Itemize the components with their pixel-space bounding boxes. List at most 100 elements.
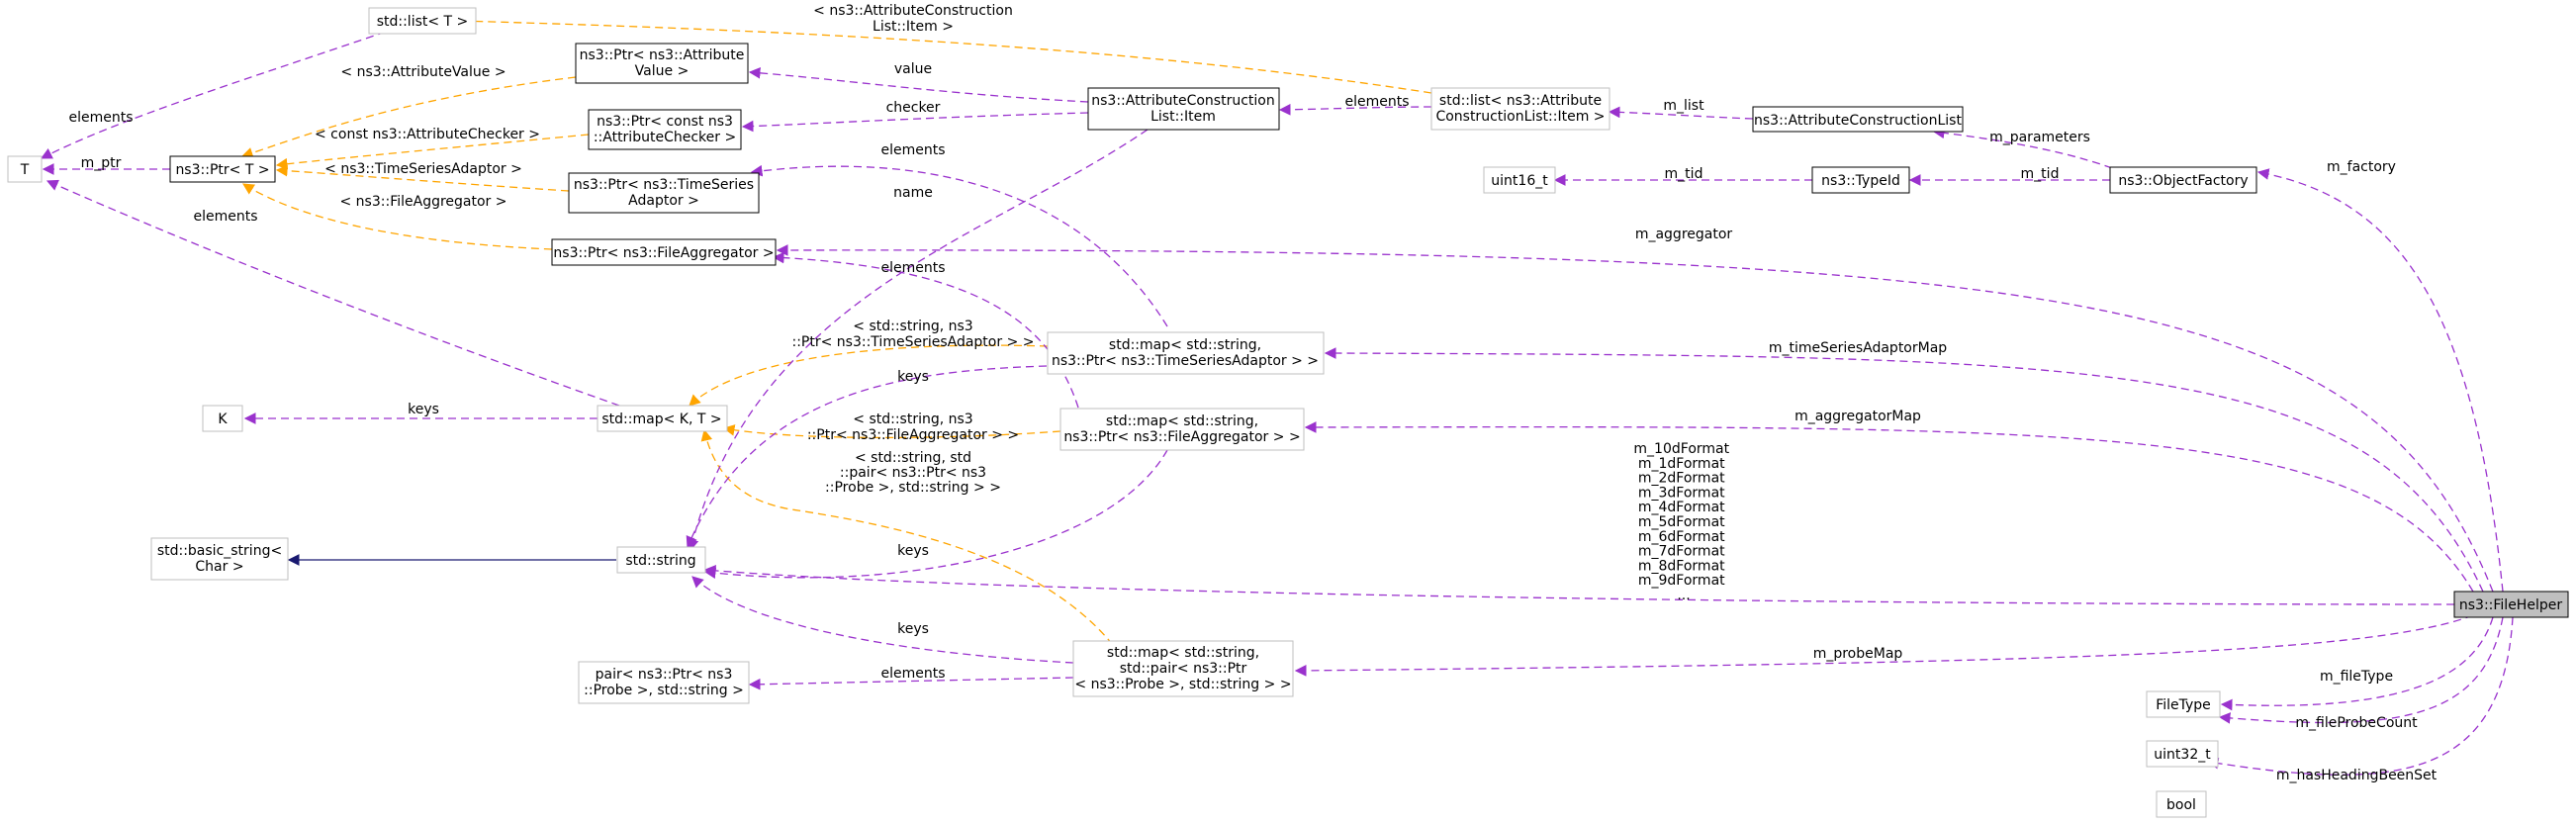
edge-item-elements	[1278, 103, 1432, 116]
edge-m-hasHeadingBeenSet	[2206, 616, 2514, 776]
label-m-tid-1: m_tid	[1665, 166, 1703, 182]
node-std-string[interactable]: std::string	[616, 546, 706, 574]
node-typeid[interactable]: ns3::TypeId	[1811, 166, 1910, 194]
edge-m-fileType	[2220, 616, 2494, 711]
label-keys-tsa: keys	[897, 369, 929, 385]
node-filetype[interactable]: FileType	[2146, 690, 2221, 718]
node-T[interactable]: T	[7, 155, 43, 183]
node-std-map-KT[interactable]: std::map< K, T >	[597, 405, 728, 432]
label-m-aggregatorMap: m_aggregatorMap	[1794, 409, 1921, 424]
edge-tmpl-attr-value	[240, 76, 577, 159]
label-value: value	[894, 61, 932, 77]
svg-text:pair< ns3::Ptr< ns3::Probe >,: pair< ns3::Ptr< ns3::Probe >, std::strin…	[584, 667, 744, 698]
edge-tmpl-map-tsa	[689, 344, 1049, 407]
edge-fa-elements	[772, 251, 1079, 409]
label-keys-k: keys	[408, 402, 439, 417]
label-m-hasHeadingBeenSet: m_hasHeadingBeenSet	[2276, 768, 2438, 783]
node-uint32[interactable]: uint32_t	[2146, 740, 2219, 768]
node-bool[interactable]: bool	[2156, 790, 2207, 818]
label-name: name	[893, 185, 933, 201]
svg-text:ns3::FileHelper: ns3::FileHelper	[2459, 597, 2562, 613]
edge-map-elements	[46, 179, 620, 407]
edge-tsa-elements	[750, 164, 1168, 327]
svg-text:T: T	[20, 162, 30, 178]
svg-text:K: K	[218, 412, 228, 427]
label-m-parameters: m_parameters	[1989, 130, 2090, 145]
svg-text:ns3::Ptr< ns3::AttributeValue: ns3::Ptr< ns3::AttributeValue >	[580, 47, 745, 79]
label-tmpl-map-fa: < std::string, ns3::Ptr< ns3::FileAggreg…	[807, 412, 1019, 443]
label-tmpl-attr-value: < ns3::AttributeValue >	[340, 64, 506, 80]
edge-keys-fa	[703, 449, 1168, 580]
label-m-tid-2: m_tid	[2021, 166, 2060, 182]
svg-text:ns3::AttributeConstructionList: ns3::AttributeConstructionList::Item	[1091, 93, 1274, 125]
svg-text:uint16_t: uint16_t	[1491, 173, 1548, 189]
svg-text:std::list< ns3::AttributeConst: std::list< ns3::AttributeConstructionLis…	[1435, 93, 1605, 125]
label-m-factory: m_factory	[2327, 159, 2396, 175]
label-fa-elements: elements	[880, 260, 945, 276]
svg-text:std::basic_string<Char >: std::basic_string<Char >	[157, 543, 282, 575]
svg-text:std::map< K, T >: std::map< K, T >	[601, 412, 721, 427]
label-tmpl-map-probe: < std::string, std::pair< ns3::Ptr< ns3:…	[825, 450, 1001, 496]
node-pair-probe[interactable]: pair< ns3::Ptr< ns3::Probe >, std::strin…	[578, 661, 750, 704]
edge-tmpl-attr-checker	[275, 134, 590, 170]
edge-checker	[741, 112, 1089, 133]
node-file-helper[interactable]: ns3::FileHelper	[2453, 591, 2569, 618]
svg-text:std::string: std::string	[625, 553, 695, 569]
node-attribute-construction-list[interactable]: ns3::AttributeConstructionList	[1752, 106, 1964, 133]
svg-text:ns3::ObjectFactory: ns3::ObjectFactory	[2118, 173, 2248, 189]
svg-text:ns3::AttributeConstructionList: ns3::AttributeConstructionList	[1754, 113, 1962, 129]
node-ptr-file-aggregator[interactable]: ns3::Ptr< ns3::FileAggregator >	[551, 238, 777, 266]
label-tmpl-tsa: < ns3::TimeSeriesAdaptor >	[324, 161, 522, 177]
label-tsa-elements: elements	[880, 142, 945, 158]
label-item-elements: elements	[1344, 94, 1409, 110]
node-map-probe[interactable]: std::map< std::string,std::pair< ns3::Pt…	[1072, 640, 1294, 697]
edge-m-parameters	[1932, 127, 2113, 169]
node-K[interactable]: K	[202, 405, 243, 432]
svg-text:ns3::Ptr< const ns3::Attribute: ns3::Ptr< const ns3::AttributeChecker >	[594, 114, 736, 145]
edge-m-fileProbeCount	[2218, 616, 2504, 724]
edge-tmpl-tsa	[275, 164, 570, 192]
label-tmpl-fileagg: < ns3::FileAggregator >	[340, 194, 507, 210]
label-tmpl-attr-checker: < const ns3::AttributeChecker >	[315, 127, 540, 142]
node-map-file-aggregator[interactable]: std::map< std::string,ns3::Ptr< ns3::Fil…	[1059, 408, 1305, 451]
edge-tmpl-fileagg	[242, 183, 553, 250]
edge-keys-probe	[691, 576, 1074, 664]
svg-text:std::map< std::string,std::pai: std::map< std::string,std::pair< ns3::Pt…	[1074, 645, 1291, 692]
label-m-aggregator: m_aggregator	[1635, 227, 1733, 242]
edge-value	[748, 66, 1089, 103]
svg-text:std::map< std::string,ns3::Ptr: std::map< std::string,ns3::Ptr< ns3::Fil…	[1063, 413, 1300, 445]
edge-tmpl-list-item	[424, 14, 1432, 94]
edge-keys-tsa	[686, 365, 1048, 549]
label-map-elements: elements	[193, 209, 257, 225]
svg-text:std::map< std::string,ns3::Ptr: std::map< std::string,ns3::Ptr< ns3::Tim…	[1052, 337, 1319, 369]
edge-m-list	[1608, 106, 1754, 120]
svg-text:std::list< T >: std::list< T >	[377, 14, 469, 30]
label-m-ptr: m_ptr	[81, 155, 122, 171]
svg-text:ns3::Ptr< T >: ns3::Ptr< T >	[175, 162, 269, 178]
node-ptr-attribute-checker[interactable]: ns3::Ptr< const ns3::AttributeChecker >	[588, 109, 742, 150]
label-m-probeMap: m_probeMap	[1813, 646, 1903, 662]
label-tmpl-map-tsa: < std::string, ns3::Ptr< ns3::TimeSeries…	[792, 319, 1035, 350]
node-object-factory[interactable]: ns3::ObjectFactory	[2109, 166, 2257, 194]
edge-m-aggregatorMap	[1304, 421, 2474, 593]
edge-name	[687, 129, 1149, 552]
edge-formats	[703, 565, 2455, 605]
svg-text:ns3::Ptr< ns3::FileAggregator: ns3::Ptr< ns3::FileAggregator >	[553, 245, 774, 261]
edge-m-timeSeriesAdaptorMap	[1324, 347, 2484, 593]
node-std-list-T[interactable]: std::list< T >	[368, 7, 477, 35]
node-basic-string[interactable]: std::basic_string<Char >	[150, 537, 289, 581]
node-ptr-T[interactable]: ns3::Ptr< T >	[169, 155, 276, 183]
svg-text:ns3::Ptr< ns3::TimeSeriesAdapt: ns3::Ptr< ns3::TimeSeriesAdaptor >	[574, 177, 754, 209]
node-map-timeseries-adaptor[interactable]: std::map< std::string,ns3::Ptr< ns3::Tim…	[1047, 331, 1325, 375]
node-uint16[interactable]: uint16_t	[1483, 166, 1556, 194]
label-probe-elements: elements	[880, 666, 945, 682]
label-formats: m_10dFormat m_1dFormat m_2dFormat m_3dFo…	[1633, 441, 1733, 603]
label-checker: checker	[886, 100, 941, 116]
edge-m-probeMap	[1294, 614, 2474, 677]
